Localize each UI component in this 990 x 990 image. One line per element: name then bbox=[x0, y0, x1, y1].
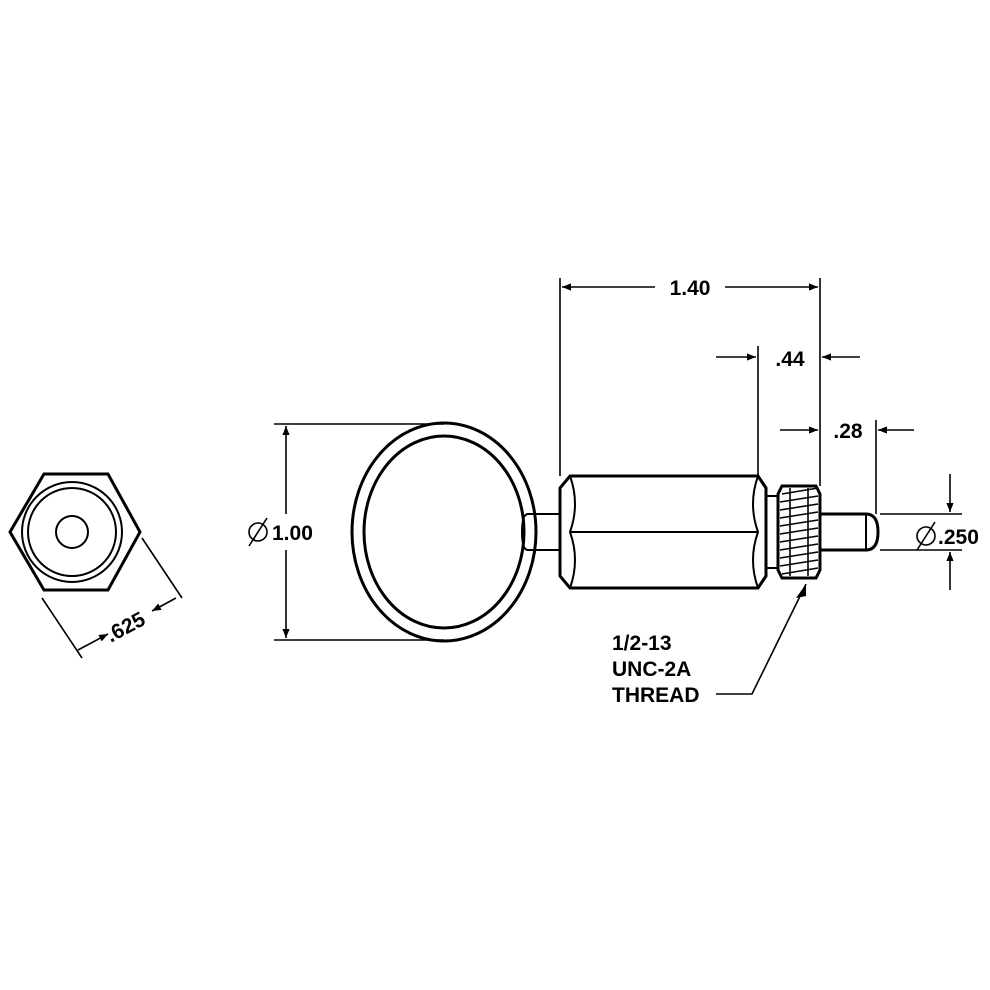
thread-note-line2: UNC-2A bbox=[612, 658, 691, 681]
ring-neck bbox=[520, 513, 529, 551]
thread-callout: 1/2-13 UNC-2A THREAD bbox=[612, 583, 807, 707]
plunger-end-circle bbox=[55, 515, 89, 549]
plunger bbox=[820, 512, 880, 552]
dim-thread-length: .44 bbox=[716, 346, 860, 476]
dim-plunger-diameter: .250 bbox=[880, 474, 979, 590]
dim-hex-across-flats: .625 bbox=[41, 537, 183, 659]
thread-undercut bbox=[765, 495, 779, 569]
hex-end-view bbox=[8, 472, 142, 592]
dim-arrow bbox=[77, 633, 109, 651]
ring-outer bbox=[350, 421, 538, 643]
diameter-icon bbox=[916, 521, 936, 551]
diameter-icon bbox=[248, 517, 268, 547]
dim-ring-diameter: 1.00 bbox=[248, 423, 444, 641]
dim-plunger-length: .28 bbox=[780, 420, 914, 514]
thread-length-label: .44 bbox=[775, 348, 805, 371]
extension-line bbox=[41, 597, 83, 659]
hex-across-flats-label: .625 bbox=[102, 608, 149, 648]
plunger-diameter-label: .250 bbox=[938, 526, 979, 549]
extension-line bbox=[141, 537, 183, 599]
threaded-section bbox=[776, 484, 822, 580]
hex-chamfer-left bbox=[568, 475, 576, 589]
hex-outline bbox=[8, 472, 142, 592]
plunger-length-label: .28 bbox=[833, 420, 863, 443]
thread-note-line3: THREAD bbox=[612, 684, 700, 707]
ring-inner bbox=[362, 434, 526, 630]
side-view bbox=[350, 421, 880, 643]
thread-note-line1: 1/2-13 bbox=[612, 632, 672, 655]
leader-arrow bbox=[796, 584, 806, 598]
hex-chamfer-right bbox=[752, 475, 760, 589]
leader-line bbox=[716, 583, 807, 695]
hex-face-circle bbox=[27, 487, 117, 577]
hex-chamfer-circle bbox=[21, 481, 123, 583]
dim-arrow bbox=[151, 597, 177, 612]
dim-overall-length: 1.40 bbox=[559, 277, 821, 486]
overall-length-label: 1.40 bbox=[670, 277, 711, 300]
ring-diameter-label: 1.00 bbox=[272, 522, 313, 545]
